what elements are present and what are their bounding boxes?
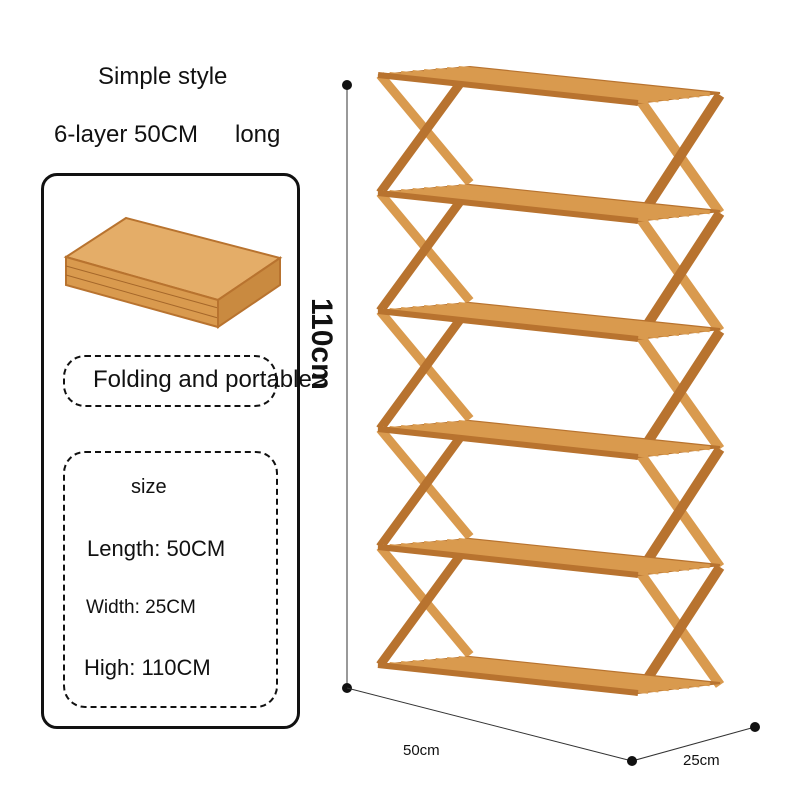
info-panel xyxy=(41,173,300,729)
shelf-slat xyxy=(412,660,669,692)
shelf-slat xyxy=(446,657,700,688)
leg-front xyxy=(635,446,725,575)
leg-back xyxy=(376,421,474,550)
shelf-slat xyxy=(400,307,659,339)
shelf-rail xyxy=(377,308,639,342)
shelf-slat xyxy=(446,67,700,98)
shelf-slat xyxy=(435,422,690,453)
dimension-dot xyxy=(750,722,760,732)
high-spec: High: 110CM xyxy=(84,655,211,680)
shelf-rail xyxy=(377,190,639,224)
shelf-slat xyxy=(446,303,700,334)
folding-label: Folding and portable> xyxy=(93,366,326,393)
shelf-slat xyxy=(458,656,710,687)
shelf-rail xyxy=(377,72,639,106)
shelf-slat xyxy=(412,70,669,102)
shelf-slat xyxy=(423,659,680,690)
shelf-slat xyxy=(458,302,710,333)
shelf-slat xyxy=(400,425,659,457)
shelf-slat xyxy=(412,542,669,574)
shelf-slat xyxy=(400,71,659,103)
leg-back xyxy=(376,539,474,668)
length-dimension: 50cm xyxy=(403,742,440,759)
width-spec: Width: 25CM xyxy=(86,597,196,618)
shelf-slat xyxy=(458,420,710,451)
size-box xyxy=(63,451,278,708)
leg-front xyxy=(635,210,725,339)
dimension-dot xyxy=(342,80,352,90)
shelf-rail xyxy=(377,544,639,578)
shelf-slat xyxy=(458,538,710,569)
shelf-slat xyxy=(400,189,659,221)
shelf-slat xyxy=(423,69,680,100)
shelf-slat xyxy=(423,305,680,336)
shelf-slat xyxy=(435,540,690,571)
shelf-slat xyxy=(423,187,680,218)
shelf-slat xyxy=(446,421,700,452)
shelf-slat xyxy=(435,658,690,689)
shelf-slat xyxy=(400,661,659,693)
leg-back xyxy=(376,303,474,432)
variant-suffix: long xyxy=(235,121,281,148)
shelf-slat xyxy=(435,186,690,217)
length-line xyxy=(346,687,633,762)
shelf-slat xyxy=(412,424,669,456)
shelf-slat xyxy=(412,188,669,220)
shelf-slat xyxy=(446,539,700,570)
shelf-slat xyxy=(423,423,680,454)
height-dimension: 110cm xyxy=(305,298,338,390)
style-label: Simple style xyxy=(98,63,228,90)
leg-back xyxy=(376,67,474,196)
dimension-dot xyxy=(627,756,637,766)
shelf-slat xyxy=(423,541,680,572)
leg-front xyxy=(635,328,725,457)
depth-dimension: 25cm xyxy=(683,752,720,769)
size-title: size xyxy=(131,476,167,498)
shelf-slat xyxy=(412,306,669,338)
variant-label: 6-layer 50CM xyxy=(54,121,199,148)
shelf-rail xyxy=(377,426,639,460)
folding-badge xyxy=(63,355,277,407)
length-spec: Length: 50CM xyxy=(87,536,226,561)
shelf-slat xyxy=(458,184,710,215)
shelf-slat xyxy=(400,543,659,575)
folded-shelf-image xyxy=(63,216,283,329)
leg-front xyxy=(635,92,725,221)
shelf-slat xyxy=(435,68,690,99)
shelf-slat xyxy=(458,66,710,97)
depth-line xyxy=(631,726,756,762)
leg-back xyxy=(376,185,474,314)
leg-front xyxy=(635,564,725,693)
shelf-rail xyxy=(377,662,639,696)
shelf-slat xyxy=(446,185,700,216)
shelf-slat xyxy=(435,304,690,335)
